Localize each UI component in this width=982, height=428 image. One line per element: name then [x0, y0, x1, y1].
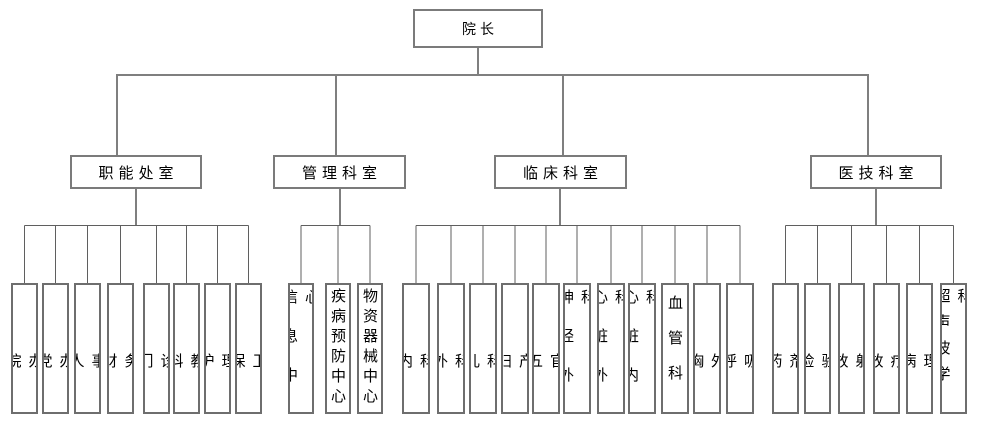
- node-leaf-label: 财务: [107, 353, 134, 385]
- node-leaf: 内科: [402, 283, 430, 414]
- node-leaf-label: 护理: [204, 353, 231, 385]
- node-leaf-label: 血管科: [666, 295, 684, 400]
- node-root: 院长: [413, 9, 543, 48]
- node-group-management-depts: 管理科室: [273, 155, 406, 189]
- node-group-label: 职能处室: [98, 163, 179, 182]
- node-group-label: 医技科室: [838, 163, 919, 182]
- node-leaf-label: 心脏外科: [597, 289, 625, 406]
- node-leaf-label: 疾病预防中心: [329, 288, 347, 408]
- node-leaf-label: 信息中心: [288, 289, 314, 406]
- node-leaf: 放疗: [873, 283, 900, 414]
- node-group-label: 管理科室: [301, 163, 382, 182]
- node-leaf: 妇产: [501, 283, 529, 414]
- level2-connectors: [24, 225, 954, 283]
- node-group-clinical-depts: 临床科室: [494, 155, 627, 189]
- node-leaf-label: 超声波学科: [940, 288, 967, 392]
- node-leaf: 外科: [437, 283, 465, 414]
- node-leaf-label: 呼吸: [726, 353, 754, 385]
- node-leaf-label: 门诊: [143, 353, 170, 385]
- node-leaf-label: 党办: [42, 353, 69, 385]
- node-leaf: 检验: [804, 283, 831, 414]
- node-leaf: 药剂: [772, 283, 799, 414]
- node-leaf: 党办: [42, 283, 69, 414]
- node-leaf-label: 保卫: [235, 353, 262, 385]
- node-leaf-label: 妇产: [501, 353, 529, 385]
- node-group-label: 临床科室: [522, 163, 603, 182]
- node-leaf: 呼吸: [726, 283, 754, 414]
- node-leaf-label: 神经外科: [563, 289, 591, 406]
- node-leaf: 胸外: [693, 283, 721, 414]
- node-leaf-label: 科教: [173, 353, 200, 385]
- node-leaf-label: 物资器械中心: [361, 288, 379, 408]
- node-leaf-label: 心脏内科: [628, 289, 656, 406]
- node-leaf: 门诊: [143, 283, 170, 414]
- node-leaf: 疾病预防中心: [325, 283, 351, 414]
- node-leaf: 信息中心: [288, 283, 314, 414]
- node-leaf: 财务: [107, 283, 134, 414]
- node-leaf: 护理: [204, 283, 231, 414]
- node-leaf-label: 胸外: [693, 353, 721, 385]
- node-leaf: 五官: [532, 283, 560, 414]
- node-leaf: 放射: [838, 283, 865, 414]
- node-leaf: 物资器械中心: [357, 283, 383, 414]
- level1-connectors: [116, 48, 877, 226]
- node-leaf-label: 病理: [906, 353, 933, 385]
- node-leaf-label: 药剂: [772, 353, 799, 385]
- node-leaf-label: 检验: [804, 353, 831, 385]
- node-leaf: 保卫: [235, 283, 262, 414]
- node-leaf-label: 放疗: [873, 353, 900, 385]
- node-leaf: 血管科: [661, 283, 689, 414]
- node-leaf-label: 人事: [74, 353, 101, 385]
- node-leaf: 儿科: [469, 283, 497, 414]
- node-group-functional-offices: 职能处室: [70, 155, 202, 189]
- node-leaf: 人事: [74, 283, 101, 414]
- node-leaf-label: 内科: [402, 353, 430, 385]
- node-leaf-label: 院办: [11, 353, 38, 385]
- node-leaf-label: 外科: [437, 353, 465, 385]
- node-leaf: 心脏外科: [597, 283, 625, 414]
- node-leaf: 科教: [173, 283, 200, 414]
- node-leaf: 病理: [906, 283, 933, 414]
- node-leaf: 心脏内科: [628, 283, 656, 414]
- node-leaf: 神经外科: [563, 283, 591, 414]
- node-leaf: 院办: [11, 283, 38, 414]
- node-leaf-label: 儿科: [469, 353, 497, 385]
- node-group-medtech-depts: 医技科室: [810, 155, 942, 189]
- node-leaf-label: 放射: [838, 353, 865, 385]
- node-leaf-label: 五官: [532, 353, 560, 385]
- node-leaf: 超声波学科: [940, 283, 967, 414]
- node-root-label: 院长: [462, 21, 498, 38]
